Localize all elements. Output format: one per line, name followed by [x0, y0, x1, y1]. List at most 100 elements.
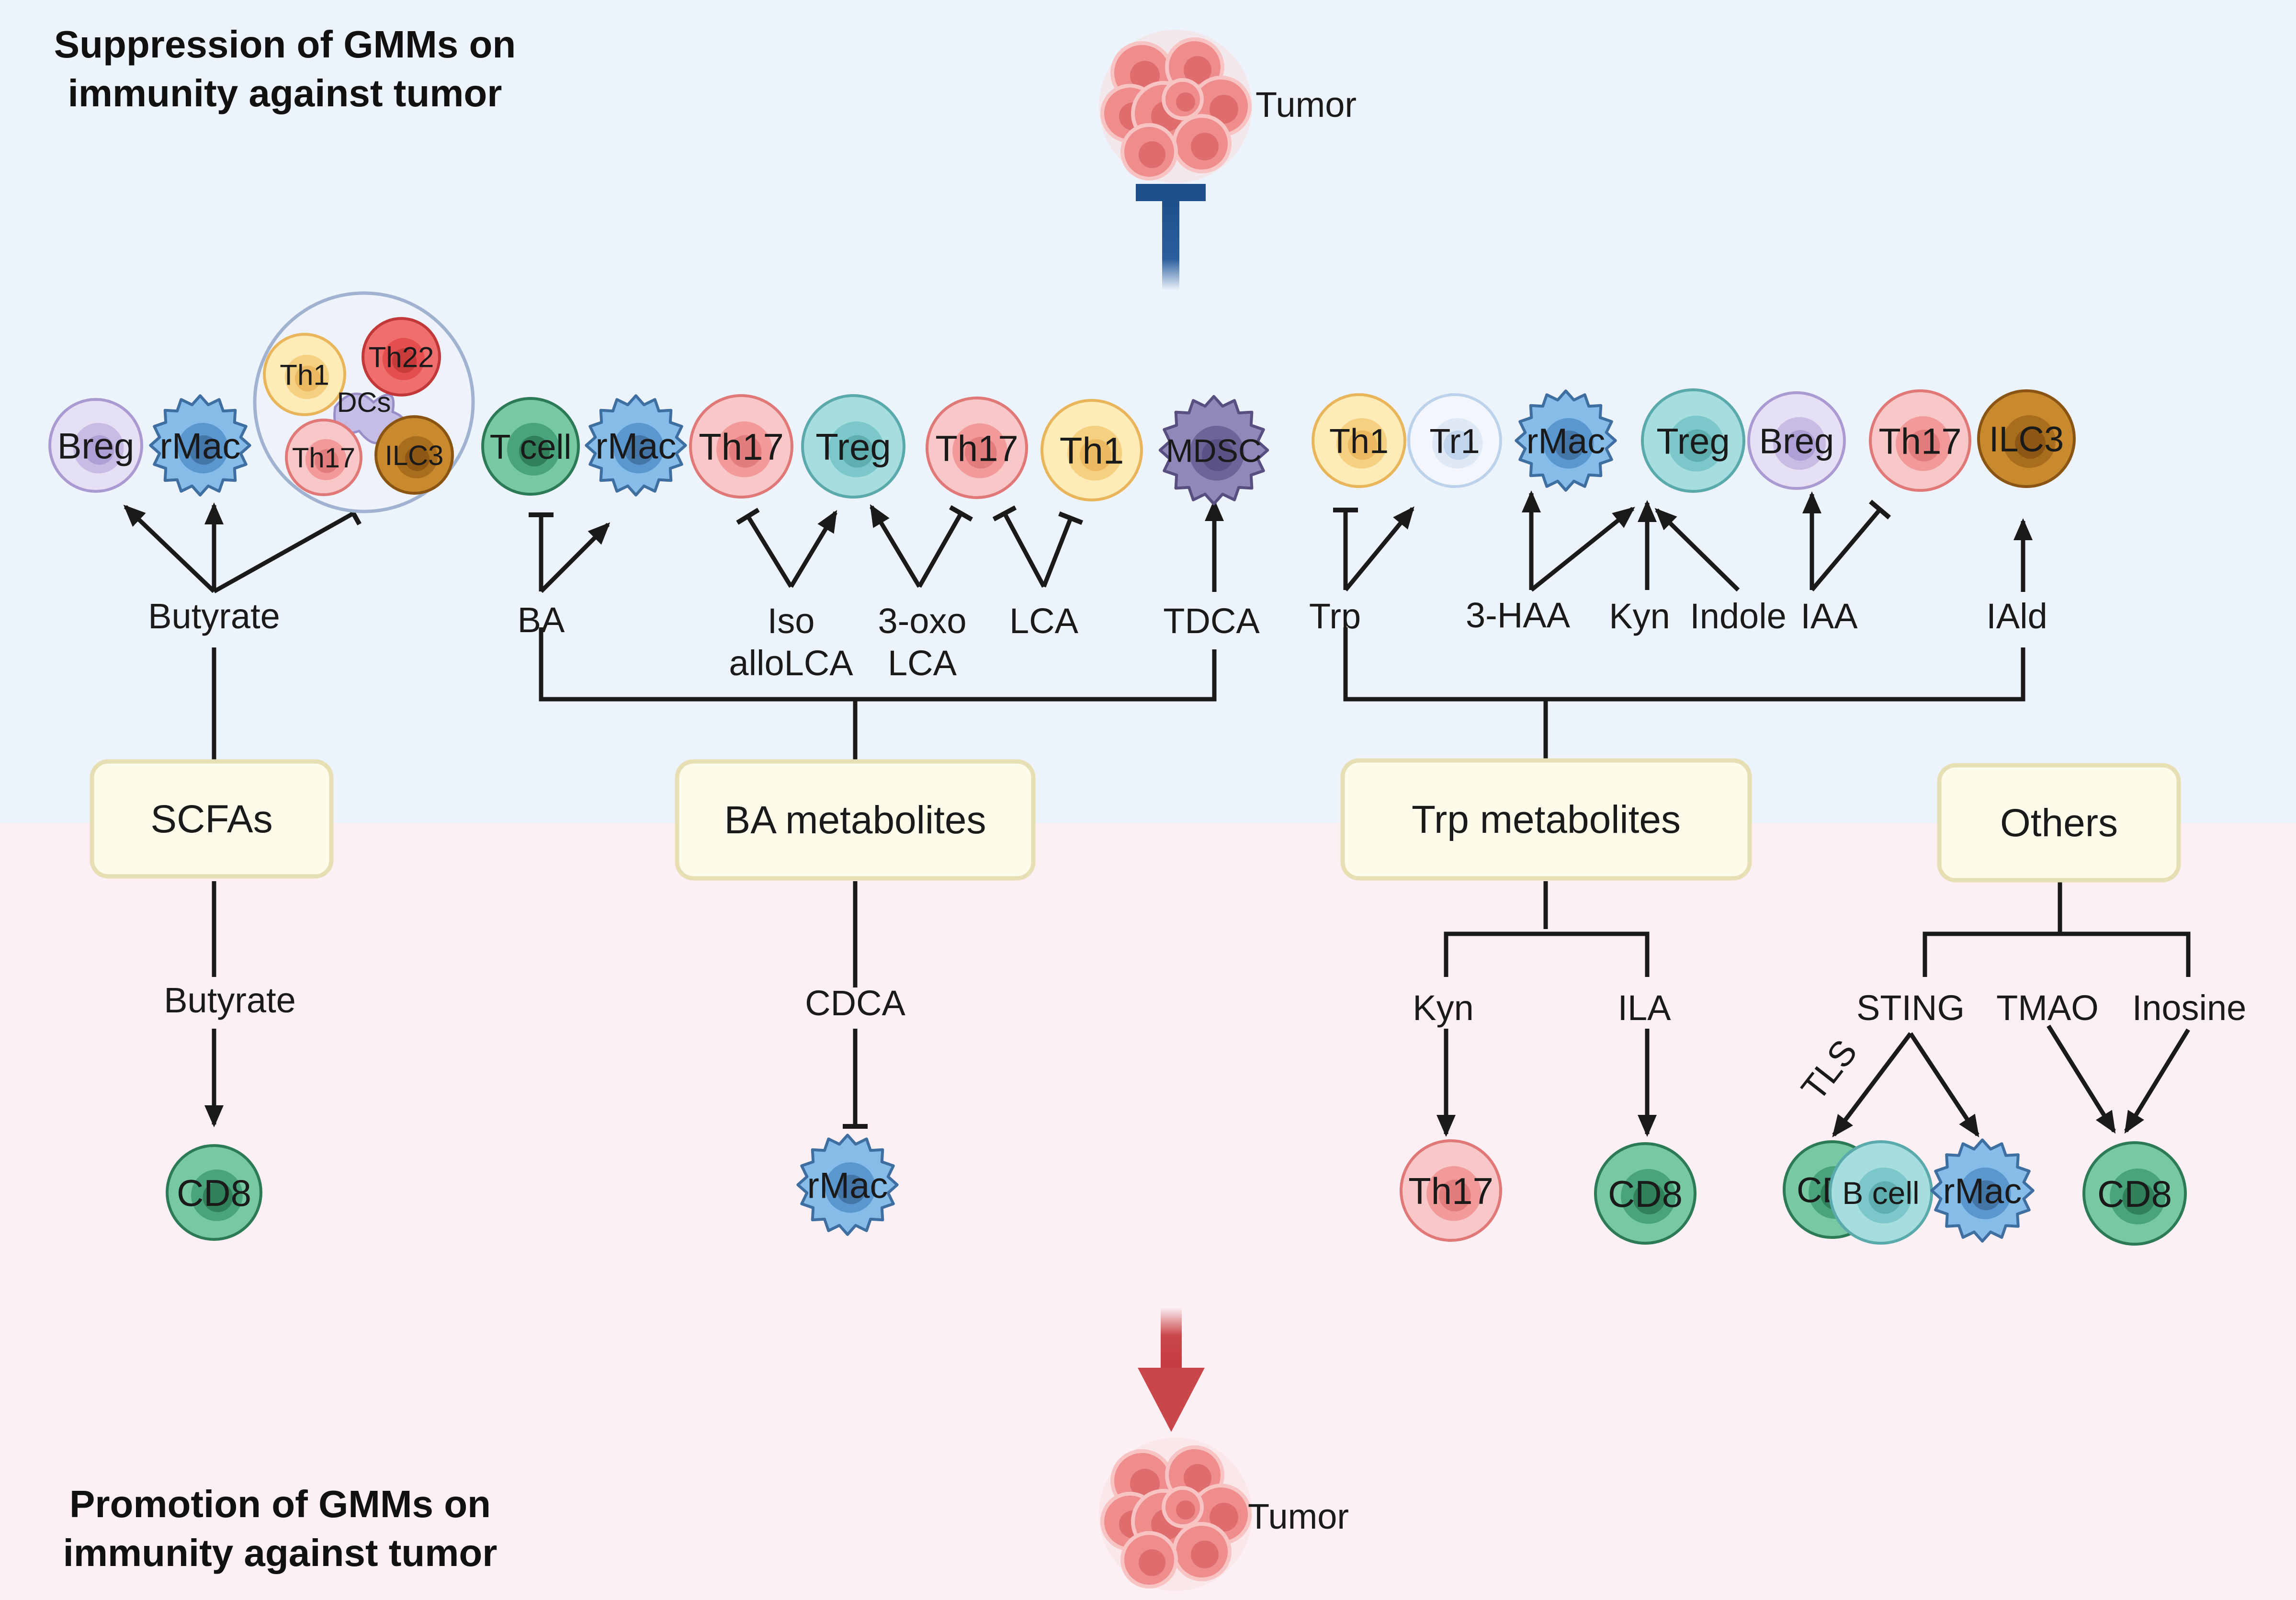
cell-th22-nucleus [392, 348, 417, 373]
cell-th17-lca-label: Th17 [935, 428, 1018, 469]
cell-rmac: rMac [149, 394, 251, 497]
cell-b-cell-nucleus [1868, 1181, 1901, 1214]
promotion-arrow-head [1138, 1368, 1205, 1432]
label-iald: IAld [1986, 596, 2047, 636]
suppression-title-line2: immunity against tumor [68, 72, 502, 114]
cell-th17: Th17 [285, 419, 362, 496]
cell-th17-nucleus [315, 449, 339, 473]
tumor-bottom-icon-nucleus-2 [1210, 1503, 1238, 1532]
lca-inhibit-th1 [1041, 511, 1084, 588]
cell-th22-label: Th22 [369, 341, 434, 374]
tumor-top-icon [1099, 30, 1252, 183]
ba-bracket [539, 627, 1217, 702]
suppression-title-line1: Suppression of GMMs on [54, 23, 516, 66]
cell-th17-trp-nucleus [1908, 430, 1940, 462]
label-kyn-bottom: Kyn [1413, 988, 1474, 1028]
label-butyrate-top: Butyrate [148, 596, 280, 636]
cell-ilc3-trp: ILC3 [1977, 389, 2076, 488]
label-butyrate-bottom: Butyrate [164, 980, 296, 1020]
cell-th1-lca-nucleus [1080, 439, 1112, 471]
inhibition-t-bar [1136, 184, 1206, 290]
cell-th1-lca-label: Th1 [1060, 430, 1124, 472]
cell-rmac-sting-label: rMac [1943, 1171, 2022, 1211]
trp-metabolites-box-label: Trp metabolites [1412, 798, 1681, 841]
ba-metabolites-box-frame [675, 759, 1036, 881]
cell-th17-label: Th17 [292, 443, 355, 474]
label-indole: Indole [1690, 596, 1787, 636]
cell-th1-lca: Th1 [1041, 399, 1143, 501]
tumor-top-icon-nucleus-7 [1176, 92, 1195, 112]
butyrate-inhibit-ilc3 [213, 501, 362, 593]
cell-rmac-cdca: rMac [796, 1134, 899, 1236]
tumor-bottom-icon-nucleus-1 [1184, 1464, 1211, 1492]
label-3-oxo-lca-line1: 3-oxo [878, 601, 966, 641]
cell-th1-label: Th1 [280, 359, 329, 391]
trp-metabolites-box: Trp metabolites [1340, 758, 1752, 881]
label-ila: ILA [1617, 988, 1671, 1028]
ba-metabolites-box: BA metabolites [675, 759, 1036, 881]
cell-t-cell-label: T cell [490, 428, 572, 466]
label-tmao: TMAO [1996, 988, 2099, 1028]
trp-bracket [1343, 627, 2025, 702]
oxolca-arrow-treg [870, 504, 921, 588]
inosine-arrow-cd8 [2124, 1028, 2190, 1134]
cell-th1-trp-label: Th1 [1329, 422, 1389, 461]
cell-treg-label: Treg [815, 426, 891, 468]
cell-cd8-others-label: CD8 [2097, 1173, 2172, 1215]
cell-ilc3-label: ILC3 [385, 440, 444, 471]
group-boxes: SCFAs BA metabolites Trp metabolites Others [90, 758, 2181, 883]
trp-metabolites-box-frame [1340, 758, 1752, 881]
cell-mdsc-nucleus [1202, 439, 1234, 471]
suppression-title: Suppression of GMMs on immunity against … [19, 20, 551, 118]
label-ba: BA [518, 600, 565, 640]
tumor-top-label: Tumor [1255, 85, 1357, 125]
cell-cd8-others: CD8 [2082, 1141, 2187, 1246]
cell-cd8-butyrate-nucleus [203, 1182, 233, 1213]
cell-th1-trp-nucleus [1347, 430, 1378, 460]
promotion-arrow [1138, 1307, 1205, 1432]
cell-rmac-sting-nucleus [1971, 1180, 2002, 1211]
connector-lines [123, 490, 2191, 1138]
tumor-bottom-icon-nucleus-6 [1139, 1549, 1165, 1576]
cell-th17-trp: Th17 [1869, 389, 1971, 492]
iaa-inhibit-th17 [1810, 499, 1891, 591]
lca-inhibit-th17 [992, 505, 1046, 588]
label-kyn-top: Kyn [1609, 596, 1670, 636]
cell-mdsc-label: MDSC [1166, 432, 1262, 469]
cell-treg-nucleus [841, 435, 874, 468]
cell-th17-lca-nucleus [965, 437, 997, 469]
cell-breg-nucleus [84, 435, 114, 465]
label-isoallolca-line2: alloLCA [729, 643, 853, 683]
tumor-bottom-icon-nucleus-7 [1176, 1500, 1195, 1520]
tumor-top-icon-nucleus-2 [1210, 95, 1238, 124]
trp-arrow-tr1 [1344, 506, 1414, 591]
others-box-label: Others [2000, 801, 2118, 845]
cell-th17-ba-nucleus [729, 435, 762, 468]
oxolca-inhibit-th17 [917, 505, 973, 588]
cell-rmac-ba-nucleus [624, 435, 655, 465]
tmao-arrow-cd8 [2047, 1024, 2116, 1134]
cell-breg-trp-label: Breg [1759, 421, 1834, 461]
scfas-box: SCFAs [90, 759, 334, 879]
cell-tr1-nucleus [1443, 430, 1473, 460]
cell-b-cell-label: B cell [1842, 1175, 1919, 1211]
label-3-haa: 3-HAA [1466, 595, 1571, 635]
haa-arrow-treg [1530, 507, 1635, 592]
promotion-title-line2: immunity against tumor [63, 1532, 498, 1574]
cell-rmac-sting: rMac [1930, 1138, 2035, 1243]
cell-rmac-ba: rMac [585, 394, 687, 497]
others-box: Others [1937, 763, 2181, 883]
cell-breg: Breg [48, 398, 143, 493]
cell-ilc3-nucleus [405, 446, 430, 471]
cell-th17-lca: Th17 [926, 397, 1028, 499]
ba-arrow-rmac [539, 522, 611, 593]
isoallolca-arrow-treg [789, 510, 837, 588]
cell-dcs-label: DCs [337, 387, 391, 418]
cell-rmac-cdca-nucleus [836, 1174, 866, 1204]
cell-cd8-butyrate: CD8 [166, 1144, 262, 1241]
promotion-arrow-shaft [1161, 1307, 1182, 1370]
